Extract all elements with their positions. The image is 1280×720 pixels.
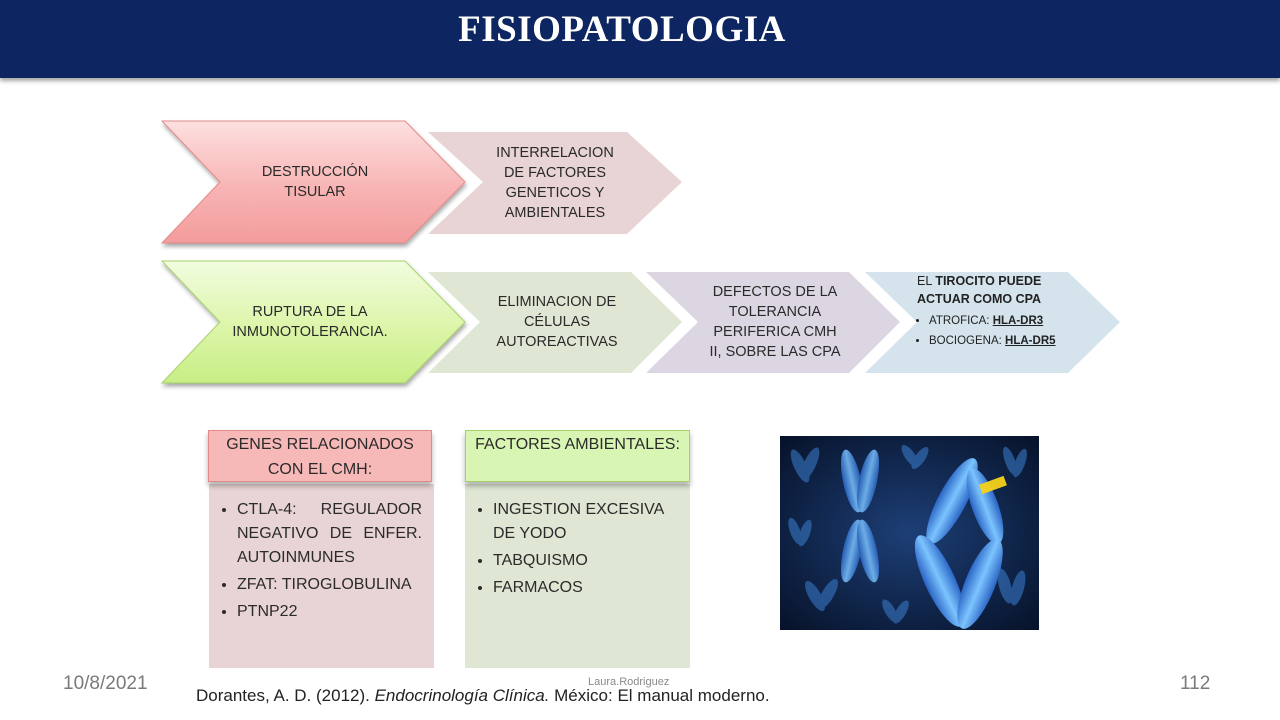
thyrocyte-lead: EL TIROCITO PUEDE ACTUAR COMO CPA: [917, 274, 1042, 306]
footer-date: 10/8/2021: [63, 673, 148, 694]
info-chevron-genetic: [428, 132, 682, 234]
factors-panel: INGESTION EXCESIVA DE YODO TABQUISMO FAR…: [465, 484, 690, 668]
thyrocyte-cpa-block: EL TIROCITO PUEDE ACTUAR COMO CPA ATROFI…: [917, 272, 1067, 354]
list-item: CTLA-4: REGULADOR NEGATIVO DE ENFER. AUT…: [237, 498, 422, 570]
tolerance-defects-label: DEFECTOS DE LA TOLERANCIA PERIFERICA CMH…: [709, 284, 841, 360]
list-item: PTNP22: [237, 600, 422, 624]
slide-title: FISIOPATOLOGIA: [458, 9, 786, 50]
citation: Dorantes, A. D. (2012). Endocrinología C…: [196, 686, 770, 705]
chevron-ruptura-label: RUPTURA DE LA INMUNOTOLERANCIA.: [232, 304, 388, 340]
list-item: ZFAT: TIROGLOBULINA: [237, 573, 422, 597]
hla-list: ATROFICA: HLA-DR3 BOCIOGENA: HLA-DR5: [917, 314, 1067, 349]
title-bar: FISIOPATOLOGIA: [0, 0, 1280, 78]
info-chevron-lavender: [646, 272, 900, 373]
elimination-label: ELIMINACION DE CÉLULAS AUTOREACTIVAS: [496, 294, 618, 350]
page-number: 112: [1180, 673, 1211, 694]
footer-author: Laura.Rodriguez: [588, 676, 670, 688]
list-item: BOCIOGENA: HLA-DR5: [929, 334, 1067, 349]
genetic-factors-label: INTERRELACION DE FACTORES GENETICOS Y AM…: [496, 145, 614, 221]
main-chevron-ruptura: [160, 260, 466, 384]
list-item: INGESTION EXCESIVA DE YODO: [493, 498, 680, 546]
genes-panel: CTLA-4: REGULADOR NEGATIVO DE ENFER. AUT…: [209, 484, 434, 668]
factors-header: FACTORES AMBIENTALES:: [465, 430, 690, 482]
chromosome-image: [780, 436, 1039, 630]
list-item: FARMACOS: [493, 576, 680, 600]
list-item: TABQUISMO: [493, 549, 680, 573]
list-item: ATROFICA: HLA-DR3: [929, 314, 1067, 329]
info-chevron-green: [428, 272, 682, 373]
chevron-destruccion-label: DESTRUCCIÓN TISULAR: [261, 164, 369, 200]
info-chevron-blue: [865, 272, 1120, 373]
genes-header: GENES RELACIONADOS CON EL CMH:: [208, 430, 432, 482]
main-chevron-destruccion: [160, 120, 466, 244]
